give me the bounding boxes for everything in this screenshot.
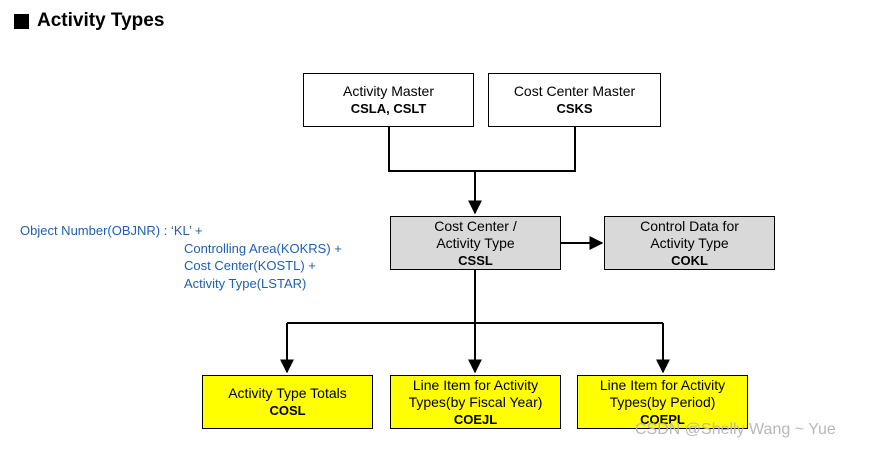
note-line-3: Cost Center(KOSTL) + (184, 258, 316, 273)
line-item-fiscal-line1: Line Item for Activity (412, 376, 539, 393)
cost-center-master-code: CSKS (556, 101, 593, 116)
page-title-text: Activity Types (37, 10, 165, 31)
line-item-period-line2: Types(by Period) (609, 393, 716, 410)
cost-center-activity-box: Cost Center / Activity Type CSSL (390, 216, 561, 270)
connector-masters-merge (388, 127, 576, 172)
control-data-box: Control Data for Activity Type COKL (604, 216, 775, 270)
activity-type-totals-label: Activity Type Totals (228, 385, 347, 401)
activity-type-totals-box: Activity Type Totals COSL (202, 375, 373, 429)
line-item-period-code: COEPL (640, 411, 685, 427)
page-title: Activity Types (14, 10, 164, 32)
note-line-2: Controlling Area(KOKRS) + (184, 240, 342, 256)
control-data-code: COKL (671, 252, 708, 268)
object-number-note: Object Number(OBJNR) : ‘KL’ + Controllin… (20, 222, 342, 292)
line-item-fiscal-box: Line Item for Activity Types(by Fiscal Y… (390, 375, 561, 429)
control-data-line2: Activity Type (650, 234, 729, 251)
line-item-period-line1: Line Item for Activity (599, 376, 726, 393)
activity-type-totals-code: COSL (269, 403, 306, 418)
square-bullet-icon (14, 13, 29, 29)
line-item-fiscal-code: COEJL (453, 411, 498, 427)
control-data-line1: Control Data for (640, 217, 739, 234)
cost-center-master-label: Cost Center Master (513, 83, 636, 99)
line-item-fiscal-line2: Types(by Fiscal Year) (408, 393, 543, 410)
cost-center-activity-code: CSSL (458, 252, 493, 268)
cost-center-activity-line1: Cost Center / (434, 217, 517, 234)
cost-center-master-box: Cost Center Master CSKS (488, 73, 661, 127)
cost-center-activity-line2: Activity Type (436, 234, 515, 251)
note-line-4: Activity Type(LSTAR) (184, 275, 307, 291)
activity-master-code: CSLA, CSLT (350, 101, 427, 116)
line-item-period-box: Line Item for Activity Types(by Period) … (577, 375, 748, 429)
note-line-1: Object Number(OBJNR) : ‘KL’ + (20, 223, 203, 238)
activity-master-label: Activity Master (342, 83, 434, 99)
watermark: CSDN @Shelly Wang ~ Yue (635, 421, 836, 438)
activity-master-box: Activity Master CSLA, CSLT (303, 73, 474, 127)
